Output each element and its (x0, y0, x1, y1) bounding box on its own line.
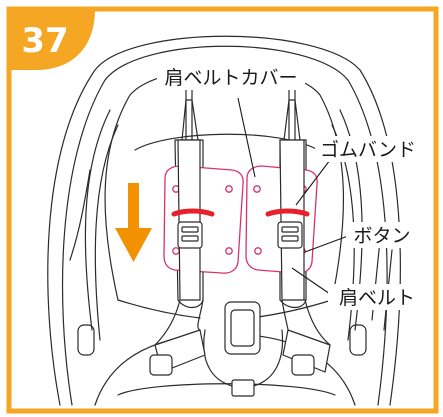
rubber-band-marks (171, 208, 310, 217)
label-backdrop (157, 64, 305, 90)
step-number: 37 (21, 21, 68, 61)
label-backdrop (328, 284, 426, 310)
rubber-band-label: ゴムバンド (320, 139, 416, 161)
down-arrow-icon (115, 183, 152, 262)
shoulder-belt-cover-label: 肩ベルトカバー (164, 67, 297, 89)
step-badge: 37 (9, 9, 95, 70)
shoulder-adjusters (177, 221, 303, 249)
callout-leaders (237, 97, 349, 295)
label-backdrop (315, 136, 423, 162)
label-backdrop (346, 222, 418, 248)
figure-frame (6, 6, 439, 414)
shoulder-belt-cover-left (163, 165, 244, 274)
shoulder-belt-label: 肩ベルト (339, 287, 415, 309)
button-label: ボタン (353, 225, 410, 247)
